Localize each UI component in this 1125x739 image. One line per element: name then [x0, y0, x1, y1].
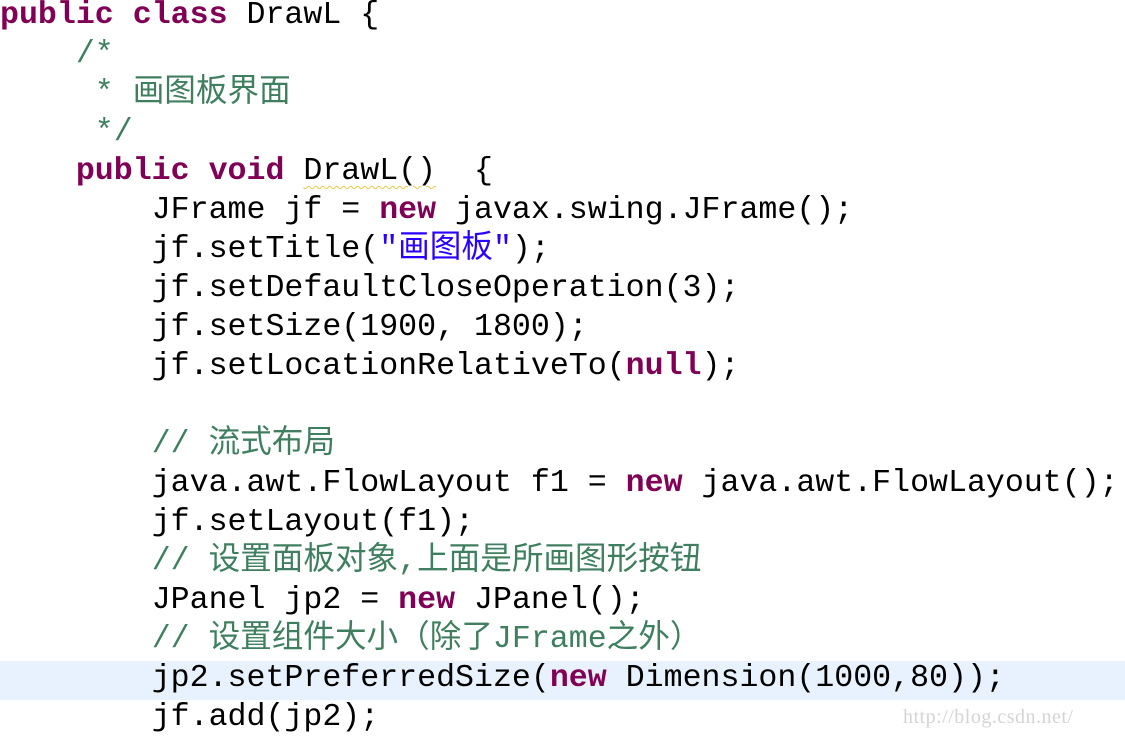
code-line-1: public class DrawL { [0, 0, 1125, 37]
keyword: void [208, 154, 285, 189]
keyword: public [75, 154, 190, 189]
comment: // 流式布局 [151, 427, 335, 462]
watermark: http://blog.csdn.net/ [903, 706, 1074, 728]
comment: /* [75, 37, 114, 72]
code-line-16: JPanel jp2 = new JPanel(); [151, 583, 645, 618]
code-line-8: jf.setDefaultCloseOperation(3); [151, 271, 740, 306]
keyword: new [379, 193, 437, 228]
code-line-18-current[interactable]: jp2.setPreferredSize(new Dimension(1000,… [0, 661, 1125, 700]
code-line-3: * 画图板界面 [0, 76, 1125, 115]
keyword: new [549, 661, 607, 696]
code-line-14: jf.setLayout(f1); [151, 505, 474, 540]
code-line-10: jf.setLocationRelativeTo(null); [151, 349, 740, 384]
keyword: null [625, 349, 702, 384]
code-line-4: */ [0, 115, 1125, 154]
comment: // 设置面板对象,上面是所画图形按钮 [151, 544, 702, 579]
keyword: new [625, 466, 683, 501]
string-literal: "画图板" [379, 232, 512, 267]
code-line-13: java.awt.FlowLayout f1 = new java.awt.Fl… [151, 466, 1119, 501]
comment: * 画图板界面 [94, 76, 291, 111]
keyword: new [398, 583, 456, 618]
code-line-6: JFrame jf = new javax.swing.JFrame(); [151, 193, 854, 228]
comment: */ [94, 115, 133, 150]
keyword: public [0, 0, 114, 33]
class-declaration: DrawL { [227, 0, 380, 33]
comment: // 设置组件大小（除了JFrame之外） [151, 622, 702, 657]
code-line-11 [0, 388, 1125, 427]
code-line-2: /* [0, 37, 1125, 76]
code-line-7: jf.setTitle("画图板"); [151, 232, 550, 267]
code-line-19: jf.add(jp2); [151, 700, 380, 735]
code-line-17: // 设置组件大小（除了JFrame之外） [0, 622, 1125, 661]
code-line-9: jf.setSize(1900, 1800); [151, 310, 588, 345]
warning-underlined-method[interactable]: DrawL() [303, 154, 437, 189]
keyword: class [132, 0, 228, 33]
code-line-12: // 流式布局 [0, 427, 1125, 466]
code-line-15: // 设置面板对象,上面是所画图形按钮 [0, 544, 1125, 583]
code-line-5: public void DrawL() { [75, 154, 493, 189]
